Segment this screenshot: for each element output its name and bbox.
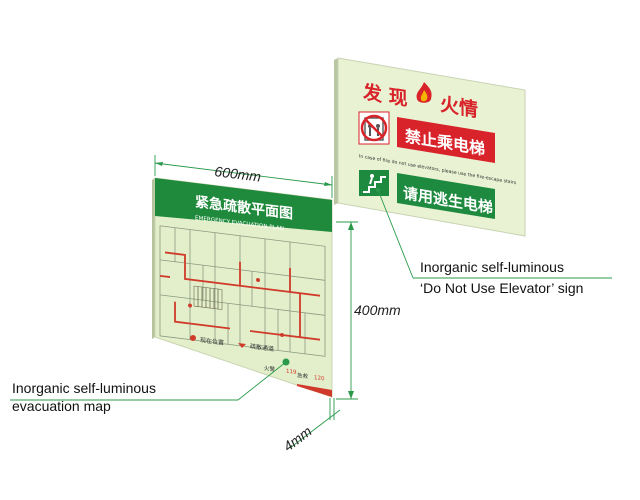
- first-aid-label: 急救: [297, 371, 308, 380]
- stairs-icon: [359, 170, 389, 196]
- depth-dimension: [289, 398, 341, 449]
- escape-panel: [397, 173, 495, 219]
- position-dot-icon: [190, 335, 196, 341]
- no-elevator-panel: [397, 117, 495, 163]
- fire-label: 火警: [264, 364, 275, 373]
- legend-route: 疏散通道: [250, 342, 274, 353]
- width-dimension: [154, 155, 333, 198]
- route-arrow-icon: [238, 343, 246, 348]
- depth-label: 4mm: [280, 423, 315, 455]
- flame-icon: [416, 82, 432, 103]
- map-callout-line2: evacuation map: [12, 398, 111, 414]
- map-callout-line1: Inorganic self-luminous: [12, 380, 156, 396]
- width-label: 600mm: [214, 163, 263, 185]
- map-edge: [152, 178, 155, 339]
- sign-callout-line1: Inorganic self-luminous: [420, 259, 564, 275]
- elevator-sign-edge: [334, 58, 338, 205]
- no-elevator-icon: [358, 111, 390, 145]
- map-callout-leader: [10, 360, 288, 401]
- height-dimension: [336, 221, 358, 400]
- sign-callout-line2: ‘Do Not Use Elevator’ sign: [420, 280, 583, 296]
- sign-callout-leader: [376, 188, 612, 279]
- evacuation-map: 紧急疏散平面图 EMERGENCY EVACUATION PLAN: [152, 177, 333, 398]
- elevator-sign: 发 现 火情 禁止乘电梯 In case of fire do not use …: [334, 57, 526, 237]
- first-aid-number: 120: [314, 375, 325, 382]
- map-bottom-strip: [297, 384, 332, 397]
- fire-number: 119: [286, 369, 297, 376]
- map-header: [155, 178, 332, 232]
- height-label: 400mm: [354, 302, 401, 318]
- legend-position: 现在位置: [200, 336, 224, 347]
